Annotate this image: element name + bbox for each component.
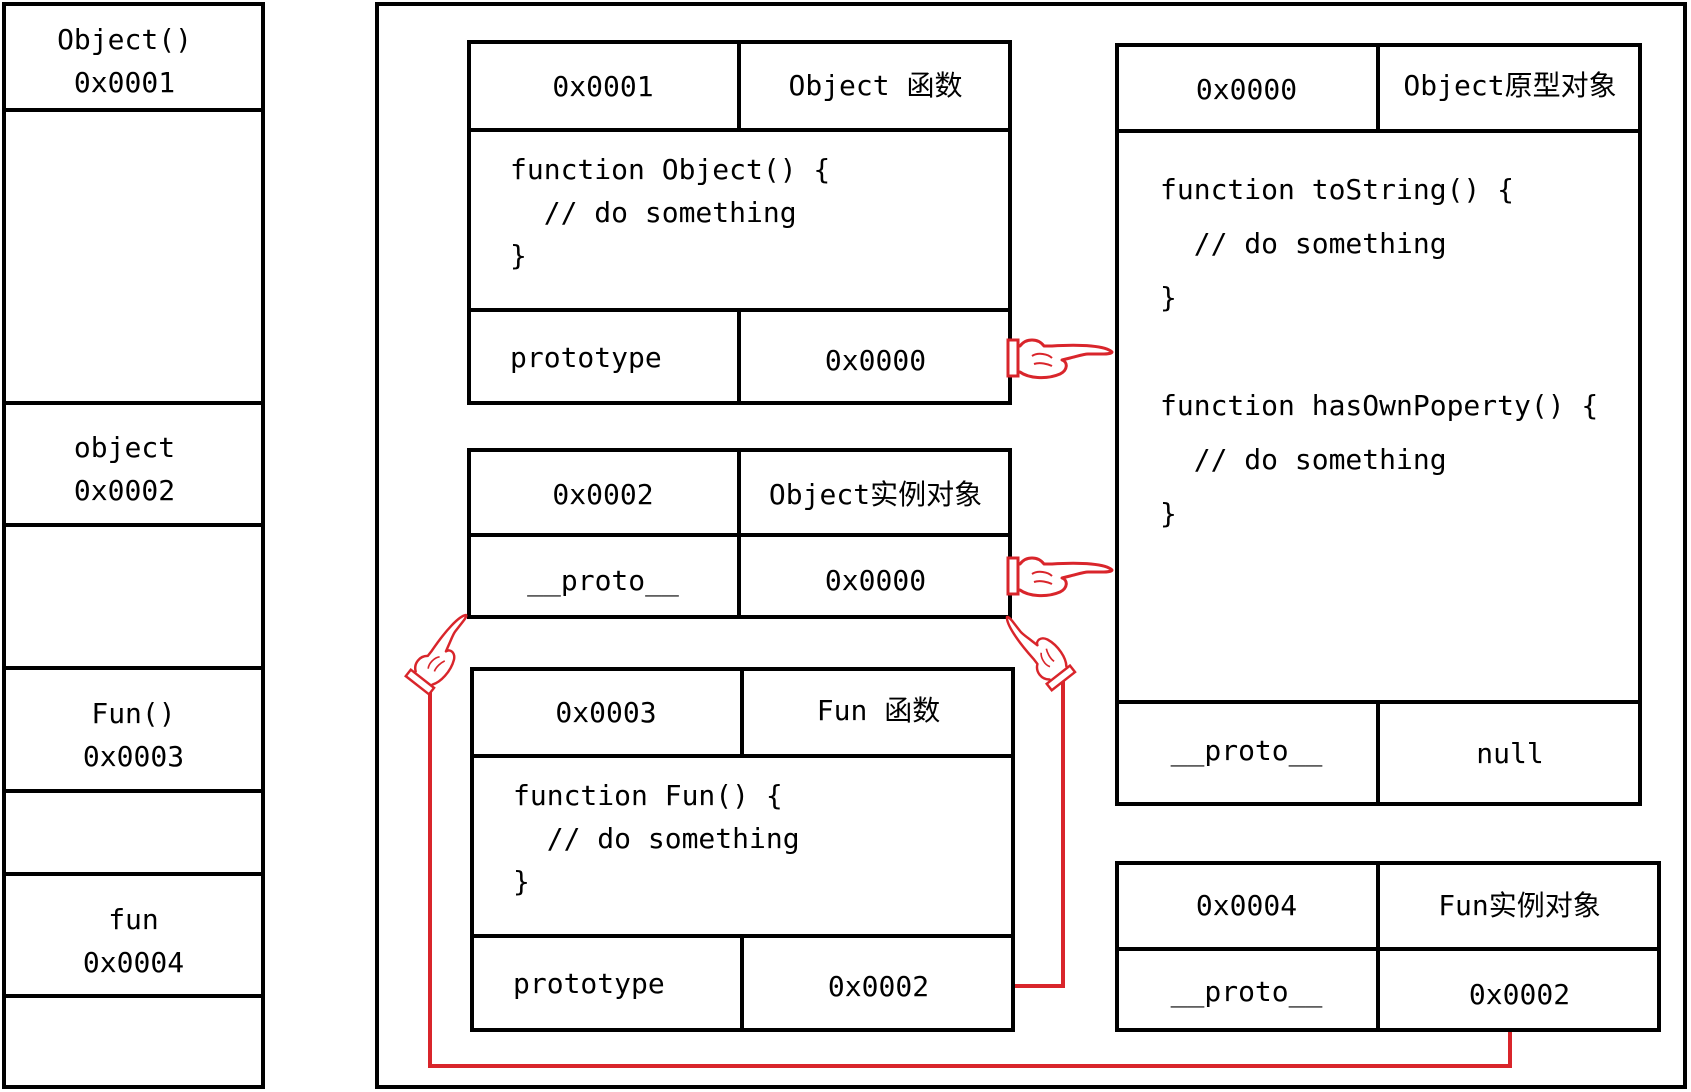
stack-divider <box>2 789 265 793</box>
fun-function-address: 0x0003 <box>555 696 657 729</box>
pointer-line <box>1015 680 1065 988</box>
box-divider <box>737 40 741 130</box>
pointing-hand-icon <box>1006 338 1114 380</box>
object-instance-proto-key: __proto__ <box>527 564 679 597</box>
stack-var-addr: 0x0003 <box>82 740 185 773</box>
object-function-code: function Object() { // do something } <box>510 153 831 272</box>
fun-instance-title: Fun实例对象 <box>1438 889 1601 922</box>
object-prototype-address: 0x0000 <box>1195 73 1298 106</box>
fun-function-prototype-key: prototype <box>513 967 665 1000</box>
object-instance-title: Object实例对象 <box>768 478 983 511</box>
stack-divider <box>2 401 265 405</box>
pointer-line <box>428 690 1512 1068</box>
box-divider <box>1115 129 1642 133</box>
stack-divider <box>2 872 265 876</box>
box-divider <box>467 128 1012 132</box>
fun-function-code: function Fun() { // do something } <box>513 779 800 898</box>
stack-var-name: fun <box>108 903 159 936</box>
box-divider <box>1115 947 1661 951</box>
box-divider <box>1376 861 1380 1032</box>
box-divider <box>740 667 744 757</box>
stack-divider <box>2 108 265 112</box>
heap-frame <box>375 2 1687 1089</box>
box-divider <box>1376 43 1380 131</box>
stack-var-addr: 0x0001 <box>73 66 176 99</box>
stack-var-addr: 0x0002 <box>73 474 176 507</box>
stack-column <box>2 2 265 1089</box>
object-instance-proto-value: 0x0000 <box>824 564 927 597</box>
stack-var-name: object <box>73 431 176 464</box>
fun-function-title: Fun 函数 <box>816 694 941 727</box>
object-function-prototype-key: prototype <box>510 341 662 374</box>
pointing-hand-icon <box>1006 556 1114 598</box>
box-divider <box>737 448 741 619</box>
fun-instance-address: 0x0004 <box>1195 889 1298 922</box>
object-prototype-title: Object原型对象 <box>1403 69 1617 102</box>
pointing-hand-icon <box>404 607 484 697</box>
box-divider <box>740 934 744 1032</box>
stack-var-name: Object() <box>57 23 192 56</box>
pointing-hand-icon <box>998 602 1078 692</box>
stack-divider <box>2 666 265 670</box>
stack-divider <box>2 994 265 998</box>
object-function-address: 0x0001 <box>552 70 654 103</box>
object-prototype-proto-value: null <box>1476 737 1544 770</box>
fun-function-prototype-value: 0x0002 <box>827 970 930 1003</box>
object-instance-address: 0x0002 <box>552 478 654 511</box>
object-function-title: Object 函数 <box>788 69 963 102</box>
object-function-prototype-value: 0x0000 <box>824 344 927 377</box>
stack-divider <box>2 523 265 527</box>
object-prototype-code: function toString() { // do something } … <box>1160 173 1599 530</box>
fun-instance-proto-value: 0x0002 <box>1468 978 1571 1011</box>
fun-instance-proto-key: __proto__ <box>1170 975 1323 1008</box>
box-divider <box>737 308 741 405</box>
stack-var-addr: 0x0004 <box>82 946 185 979</box>
box-divider <box>1376 700 1380 806</box>
stack-var-name: Fun() <box>91 697 176 730</box>
object-prototype-proto-key: __proto__ <box>1170 734 1323 767</box>
fun-instance-box <box>1115 861 1661 1032</box>
